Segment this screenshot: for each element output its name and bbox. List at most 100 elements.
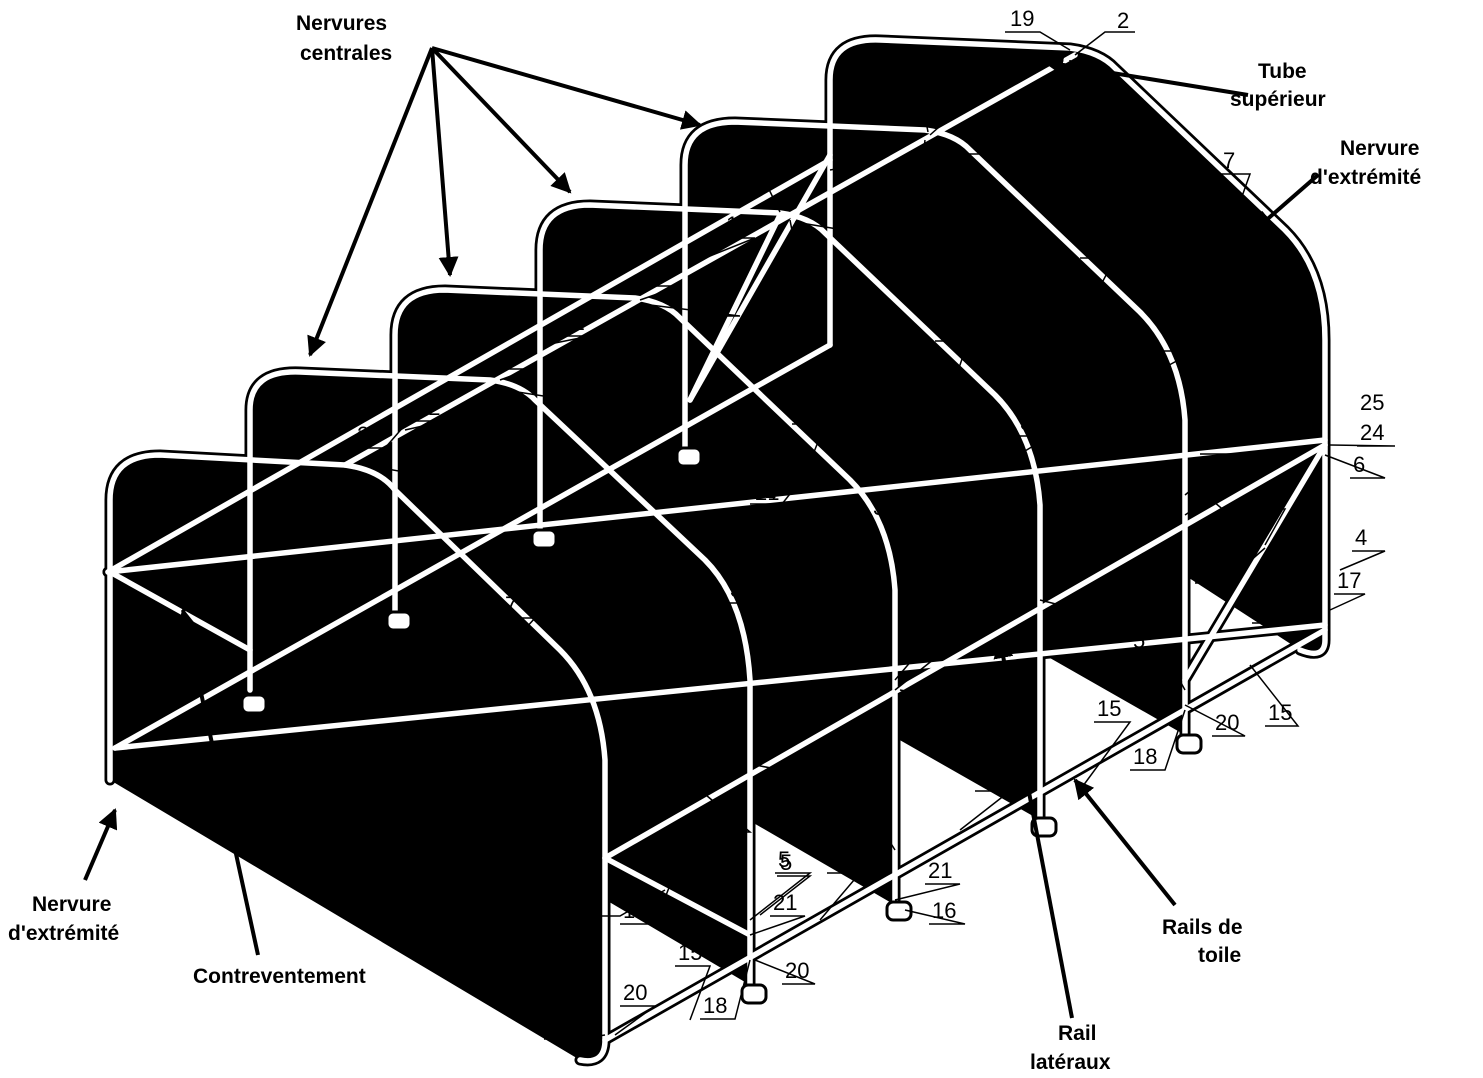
callout: 21: [898, 395, 922, 420]
callout: 5: [1133, 628, 1145, 653]
callout: 23: [462, 426, 486, 451]
label-rail-lateraux-2: latéraux: [1030, 1051, 1111, 1074]
callout: 18: [1133, 744, 1157, 769]
callout: 3: [730, 577, 742, 602]
callout: 21: [465, 643, 489, 668]
callout: 20: [785, 958, 809, 983]
callout: 3: [873, 495, 885, 520]
label-tube-superieur-1: Tube: [1258, 60, 1307, 83]
callout: 18: [703, 993, 727, 1018]
callout: 13: [955, 60, 979, 85]
callout: 1: [502, 343, 514, 368]
callout: 15: [830, 847, 854, 872]
callout: 2: [1117, 8, 1129, 33]
arrow-nervure-extremite-left: [83, 808, 118, 881]
callout: 19: [1010, 6, 1034, 31]
callout: 1: [900, 90, 912, 115]
callout: 8: [713, 862, 725, 887]
callout: 11: [562, 310, 585, 335]
callout: 21: [928, 858, 952, 883]
callout: 8: [587, 890, 599, 915]
callout: 11: [940, 677, 963, 702]
callout: 21: [1188, 228, 1212, 253]
callout: 20: [623, 980, 647, 1005]
callout: 2: [356, 426, 368, 451]
callout: 23: [357, 422, 381, 447]
callout: 6: [548, 888, 560, 913]
callout: 21: [533, 931, 557, 956]
callout: 11: [726, 212, 749, 237]
callout: 17: [1337, 568, 1361, 593]
frame-tubes: [108, 39, 1325, 1061]
callout: 25: [1058, 540, 1082, 565]
callout: 21: [605, 565, 629, 590]
arrow-tube-superieur: [1043, 55, 1249, 97]
callout: 25: [1360, 390, 1384, 415]
arrow-nervure-centrale-2: [430, 46, 572, 194]
callout: 10: [670, 833, 694, 858]
callout: 23: [764, 273, 788, 298]
callout: 7: [505, 592, 517, 617]
foot-plates: [240, 446, 1203, 1005]
callout: 7: [1082, 232, 1094, 257]
callout: 15: [978, 765, 1002, 790]
callout: 21: [995, 128, 1019, 153]
callout: 21: [706, 290, 730, 315]
callout: 7: [650, 480, 662, 505]
callout: 12: [416, 395, 440, 420]
callout: 22: [1203, 428, 1227, 453]
callout: 22: [915, 592, 939, 617]
callout: 7: [1255, 597, 1267, 622]
callout: 22: [1058, 510, 1082, 535]
label-nervure-extremite-left-2: d'extrémité: [8, 922, 119, 945]
callout: 7: [795, 398, 807, 423]
callout: 15: [678, 940, 702, 965]
callout: 21: [535, 783, 559, 808]
callout: 5: [778, 847, 790, 872]
callout: 15: [1097, 696, 1121, 721]
callout: 10: [1255, 483, 1279, 508]
callout: 23: [603, 340, 627, 365]
callout: 7: [938, 315, 950, 340]
pointer-arrows: [83, 46, 1320, 1019]
label-rails-de-toile-1: Rails de: [1162, 916, 1243, 939]
callout: 24: [1360, 420, 1384, 445]
callout: 19: [1197, 557, 1221, 582]
callout: 11: [807, 755, 830, 780]
callout: 11: [848, 136, 871, 161]
arrow-contreventement: [177, 608, 260, 956]
callout: 3: [1020, 410, 1032, 435]
callout: 25: [538, 825, 562, 850]
callout: 24: [538, 855, 562, 880]
callout: 21: [1043, 107, 1067, 132]
callout: 23: [888, 173, 912, 198]
callout: 21: [752, 478, 776, 503]
callout: 21: [1043, 315, 1067, 340]
callout: 21: [302, 485, 326, 510]
leader-lines: [300, 31, 1396, 1040]
callout: 7: [1223, 148, 1235, 173]
title-labels: Nervures centrales Tube supérieur Nervur…: [8, 12, 1421, 1074]
callout: 14: [1228, 515, 1252, 540]
callout: 5: [780, 850, 792, 875]
arrow-nervure-centrale-3: [430, 47, 459, 277]
label-contreventement: Contreventement: [193, 965, 366, 988]
callout: 5: [990, 725, 1002, 750]
callout: 1: [735, 145, 747, 170]
label-rail-lateraux-1: Rail: [1058, 1022, 1097, 1045]
callout: 4: [535, 983, 547, 1008]
arrow-rails-de-toile: [1073, 778, 1177, 907]
label-nervures-centrales-2: centrales: [300, 42, 392, 65]
label-tube-superieur-2: supérieur: [1230, 88, 1326, 111]
arrow-nervure-extremite-right: [1253, 173, 1320, 232]
callout: 1: [652, 260, 664, 285]
label-rails-de-toile-2: toile: [1198, 944, 1241, 967]
arrow-rail-lateraux: [993, 638, 1074, 1019]
callout: 5: [848, 800, 860, 825]
label-nervure-extremite-right-2: d'extrémité: [1310, 166, 1421, 189]
label-nervure-extremite-left-1: Nervure: [32, 893, 111, 916]
callout-numbers: 19 2 13 1 21 21 21 23 7 21 1 11 21 11 23…: [302, 6, 1384, 1038]
callout: 4: [1355, 525, 1367, 550]
callout: 3: [1165, 325, 1177, 350]
label-nervure-extremite-right-1: Nervure: [1340, 137, 1419, 160]
